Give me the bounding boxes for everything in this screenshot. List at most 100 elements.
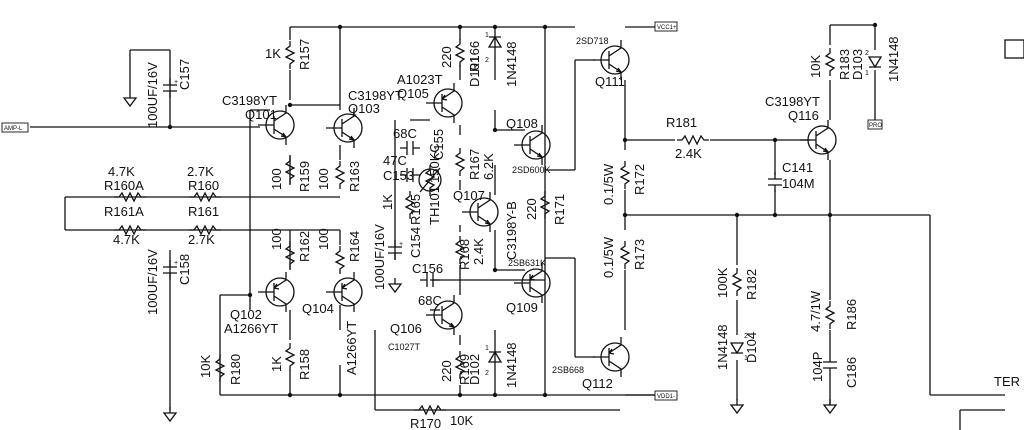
resistor-r183: 10K R183 <box>808 47 852 80</box>
svg-text:1: 1 <box>485 345 489 352</box>
diode-d102: 1 2 D102 1N4148 <box>467 342 519 388</box>
svg-text:R172: R172 <box>632 164 647 195</box>
svg-text:Q112: Q112 <box>582 376 613 391</box>
svg-text:1N4148: 1N4148 <box>504 342 519 388</box>
svg-text:D101: D101 <box>467 56 482 87</box>
ground-symbol <box>823 398 837 414</box>
svg-text:100UF/16V: 100UF/16V <box>372 224 387 290</box>
resistor-r168: R168 2.4K <box>455 235 486 270</box>
resistor-r164: 100 R164 <box>316 228 362 275</box>
capacitor-c156: C156 68C <box>412 261 443 308</box>
svg-text:Q102: Q102 <box>230 307 262 322</box>
transistor-q109: 2SB631K Q109 <box>506 258 551 315</box>
svg-text:R158: R158 <box>297 349 312 380</box>
resistor-r182: 100K R182 <box>715 267 759 300</box>
svg-text:R162: R162 <box>297 231 312 262</box>
svg-text:R157: R157 <box>297 39 312 70</box>
svg-text:A1266YT: A1266YT <box>224 321 278 336</box>
svg-text:2.7K: 2.7K <box>187 164 214 179</box>
svg-text:220: 220 <box>524 198 539 220</box>
svg-text:D104: D104 <box>744 332 759 363</box>
svg-text:TH101: TH101 <box>427 186 442 225</box>
transistor-q101: C3198YT Q101 <box>222 93 295 146</box>
svg-text:10K: 10K <box>198 355 213 378</box>
capacitor-c154: + 100UF/16V C154 <box>372 224 423 290</box>
resistor-r180: 10K R180 <box>198 353 243 385</box>
svg-text:Q116: Q116 <box>788 108 819 123</box>
svg-text:2: 2 <box>744 333 748 340</box>
resistor-r165: 1K R165 <box>380 190 423 225</box>
ground-symbol <box>163 406 177 422</box>
svg-text:C3198YT: C3198YT <box>348 88 403 103</box>
svg-text:R173: R173 <box>632 239 647 270</box>
svg-text:104P: 104P <box>810 352 825 382</box>
svg-text:+: + <box>174 79 178 86</box>
svg-text:6.2K: 6.2K <box>481 153 496 180</box>
svg-text:4.7K: 4.7K <box>113 232 140 247</box>
svg-text:100K: 100K <box>715 267 730 298</box>
svg-text:C3198Y-B: C3198Y-B <box>504 201 519 260</box>
svg-text:68C: 68C <box>393 126 417 141</box>
transistor-q104: Q104 A1266YT <box>302 271 363 375</box>
svg-text:R160A: R160A <box>104 178 144 193</box>
svg-text:D103: D103 <box>850 49 865 80</box>
svg-text:C156: C156 <box>412 261 443 276</box>
svg-text:D102: D102 <box>467 354 482 385</box>
svg-text:104M: 104M <box>782 176 815 191</box>
svg-text:1: 1 <box>744 355 748 362</box>
capacitor-c186: 104P C186 <box>810 352 859 388</box>
net-tag-input: AMP-L <box>1 122 29 133</box>
svg-text:100: 100 <box>269 228 284 250</box>
svg-text:C3198YT: C3198YT <box>765 94 820 109</box>
capacitor-c157: + 100UF/16V C157 <box>145 59 192 128</box>
svg-text:Q106: Q106 <box>390 321 422 336</box>
resistor-r172: 0.1/5W R172 <box>601 160 647 205</box>
transistor-q112: 2SB668 Q112 <box>552 336 630 391</box>
svg-text:R182: R182 <box>744 269 759 300</box>
svg-text:47C: 47C <box>383 153 407 168</box>
svg-text:R169: R169 <box>457 354 472 385</box>
svg-text:220: 220 <box>439 46 454 68</box>
svg-text:68C: 68C <box>418 293 442 308</box>
capacitor-c155: 68C C155 <box>393 126 446 160</box>
capacitor-c158: + 100UF/16V C158 <box>145 249 192 315</box>
svg-text:100UF/16V: 100UF/16V <box>145 249 160 315</box>
svg-text:220: 220 <box>439 360 454 382</box>
svg-text:1K: 1K <box>269 356 284 372</box>
resistor-r160: 2.7K R160 <box>187 164 222 202</box>
svg-text:4.7K: 4.7K <box>108 164 135 179</box>
svg-text:Q105: Q105 <box>397 86 429 101</box>
svg-text:AMP-L: AMP-L <box>4 126 23 132</box>
svg-text:0.1/5W: 0.1/5W <box>601 236 616 278</box>
svg-text:C154: C154 <box>408 227 423 258</box>
svg-text:C3198YT: C3198YT <box>222 93 277 108</box>
transistor-q111: 2SD718 Q111 <box>576 36 630 89</box>
svg-text:Q101: Q101 <box>245 107 277 122</box>
svg-text:100UF/16V: 100UF/16V <box>145 62 160 128</box>
svg-text:R161A: R161A <box>104 204 144 219</box>
svg-text:Q109: Q109 <box>506 300 538 315</box>
svg-text:R165: R165 <box>408 194 423 225</box>
svg-text:2.7K: 2.7K <box>188 232 215 247</box>
svg-text:R168: R168 <box>457 239 472 270</box>
svg-text:Q108: Q108 <box>506 116 538 131</box>
svg-text:C186: C186 <box>844 357 859 388</box>
transistor-q107: Q107 C3198Y-B <box>453 188 519 260</box>
svg-text:1K: 1K <box>380 194 395 210</box>
diode-d104: 2 1 1N4148 D104 <box>715 324 759 370</box>
svg-text:100: 100 <box>269 168 284 190</box>
svg-text:R164: R164 <box>347 231 362 262</box>
transistor-q108: Q108 2SD600K <box>506 116 551 175</box>
svg-text:4.7/1W: 4.7/1W <box>808 290 823 332</box>
resistor-r157: 1K R157 <box>265 39 312 70</box>
svg-text:R180: R180 <box>228 354 243 385</box>
svg-text:C141: C141 <box>782 160 813 175</box>
svg-text:R183: R183 <box>837 49 852 80</box>
svg-text:100: 100 <box>316 168 331 190</box>
capacitor-c141: C141 104M <box>767 160 815 193</box>
net-tag-vdd: VDD1- <box>654 390 678 401</box>
resistor-r159: 100 R159 <box>269 155 312 192</box>
resistor-r161: R161 2.7K <box>188 204 222 247</box>
